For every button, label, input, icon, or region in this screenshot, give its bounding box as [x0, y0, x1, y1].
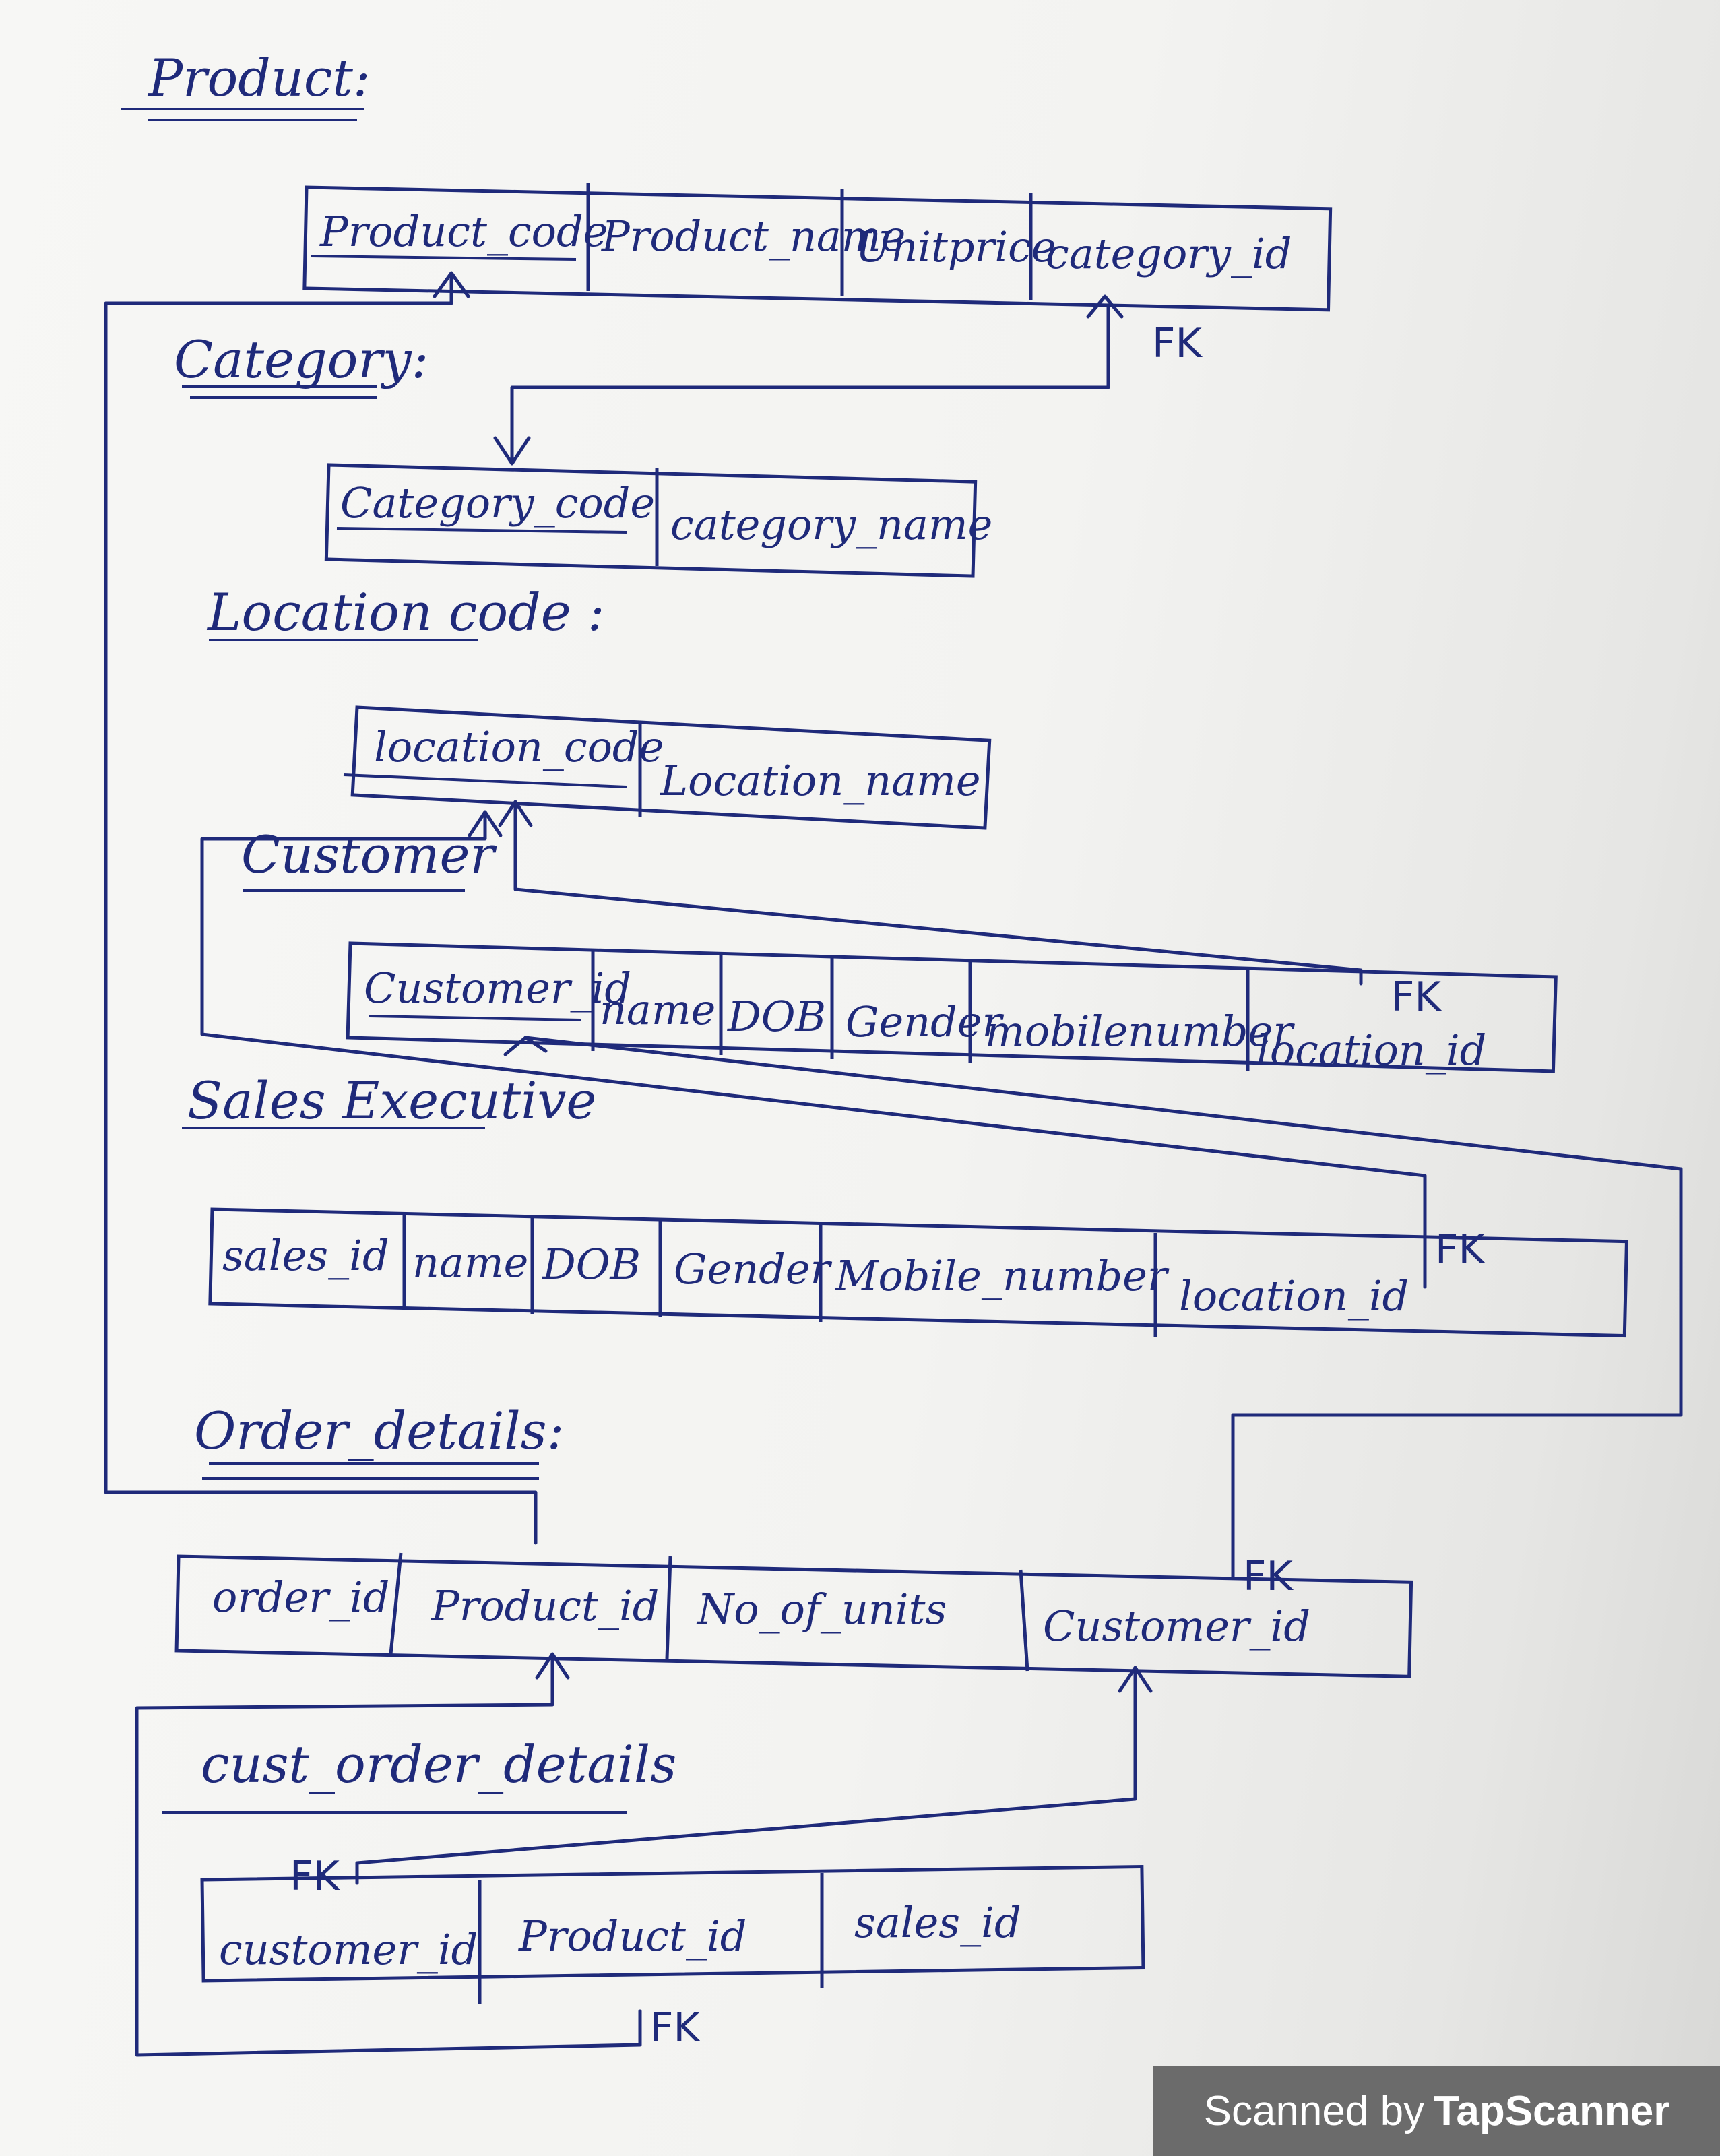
- customer-col-location-id: location_id: [1256, 1025, 1486, 1075]
- cust-order-details-heading: cust_order_details: [201, 1734, 676, 1794]
- rel-sales-location: [200, 810, 1427, 1289]
- category-col-category-name: category_name: [670, 500, 992, 549]
- sales-col-location-id: location_id: [1179, 1271, 1409, 1321]
- rel-product-category: [493, 294, 1124, 466]
- sales-executive-heading: Sales Executive: [187, 1071, 596, 1131]
- category-table: Category_code category_name: [324, 463, 992, 578]
- product-table: Product_code Product_name Unitprice cate…: [302, 183, 1333, 312]
- location-col-location-code: location_code: [374, 722, 664, 771]
- fk-label-customer-location: FK: [1391, 974, 1442, 1021]
- order-col-customer-id: Customer_id: [1043, 1602, 1310, 1651]
- fk-label-sales-location: FK: [1435, 1226, 1486, 1273]
- sales-col-mobile-number: Mobile_number: [835, 1251, 1170, 1300]
- customer-col-gender: Gender: [846, 997, 1005, 1046]
- watermark-brand: TapScanner: [1434, 2087, 1670, 2134]
- customer-heading: Customer: [241, 825, 497, 885]
- rel-order-product: [104, 271, 538, 1545]
- cust-order-details-table: customer_id Product_id sales_id: [200, 1864, 1145, 2004]
- customer-col-mobilenumber: mobilenumber: [985, 1007, 1295, 1056]
- product-col-unitprice: Unitprice: [856, 222, 1056, 272]
- product-col-category-id: category_id: [1046, 229, 1292, 278]
- product-col-product-code: Product_code: [319, 207, 608, 256]
- rel-cust-order-customer: [355, 1666, 1153, 1885]
- scanner-watermark: Scanned by TapScanner: [1153, 2066, 1720, 2156]
- location-heading: Location code :: [206, 582, 605, 642]
- customer-table: Customer_id name DOB Gender mobilenumber…: [346, 941, 1558, 1075]
- order-details-heading: Order_details:: [194, 1401, 564, 1461]
- customer-col-dob: DOB: [727, 992, 826, 1041]
- fk-label-cust-order-customer: FK: [290, 1853, 341, 1900]
- cust-order-col-product-id: Product_id: [518, 1911, 746, 1961]
- rel-order-customer: [503, 1036, 1683, 1579]
- product-heading: Product:: [147, 48, 371, 108]
- watermark-prefix: Scanned by: [1203, 2087, 1425, 2134]
- rel-customer-location: [498, 800, 1363, 986]
- fk-label-product-category: FK: [1152, 320, 1203, 367]
- customer-col-name: name: [600, 985, 715, 1034]
- fk-label-order-customer: FK: [1243, 1553, 1294, 1600]
- order-col-order-id: order_id: [212, 1573, 390, 1622]
- rel-cust-order-product: [135, 1652, 642, 2057]
- location-table: location_code Location_name: [343, 705, 992, 830]
- sales-col-sales-id: sales_id: [222, 1231, 389, 1280]
- sales-executive-table: sales_id name DOB Gender Mobile_number l…: [208, 1207, 1629, 1338]
- product-col-product-name: Product_name: [601, 212, 905, 261]
- sales-col-dob: DOB: [542, 1240, 641, 1289]
- location-col-location-name: Location_name: [660, 756, 981, 805]
- sales-col-name: name: [412, 1238, 528, 1287]
- order-col-product-id: Product_id: [431, 1581, 659, 1630]
- order-details-table: order_id Product_id No_of_units Customer…: [174, 1552, 1413, 1678]
- sales-col-gender: Gender: [674, 1244, 833, 1294]
- order-col-no-of-units: No_of_units: [696, 1585, 947, 1634]
- category-col-category-code: Category_code: [340, 478, 655, 528]
- cust-order-col-customer-id: customer_id: [219, 1925, 478, 1974]
- cust-order-col-sales-id: sales_id: [854, 1898, 1021, 1947]
- customer-col-customer-id: Customer_id: [364, 963, 631, 1013]
- fk-label-cust-order-product: FK: [650, 2004, 701, 2052]
- category-heading: Category:: [174, 329, 428, 389]
